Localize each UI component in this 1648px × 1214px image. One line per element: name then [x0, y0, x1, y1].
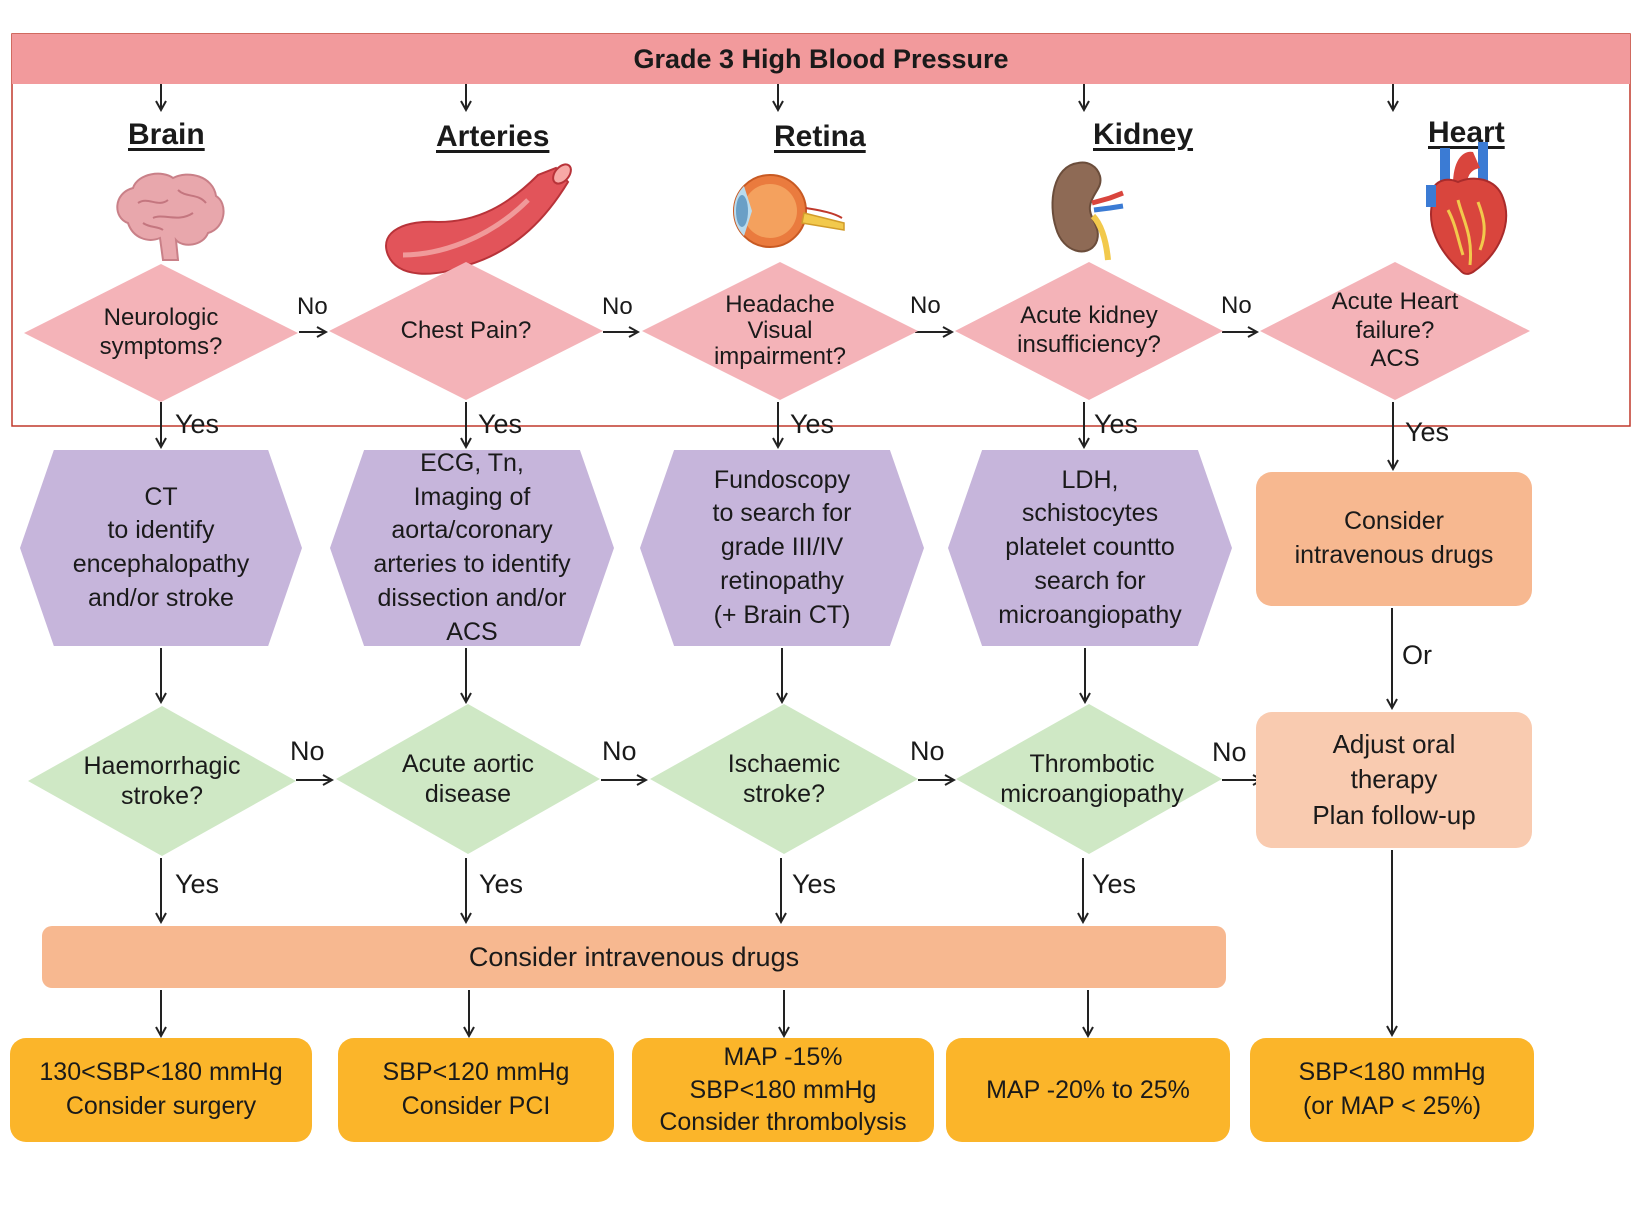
- brain-icon: [116, 172, 225, 261]
- organ-label-brain: Brain: [128, 118, 205, 151]
- organ-label-kidney: Kidney: [1093, 118, 1194, 151]
- investigation-hexagon-brain: [20, 450, 302, 646]
- investigation-text-retina: Fundoscopy to search for grade III/IV re…: [712, 465, 852, 629]
- edge-label-yes: Yes: [792, 869, 837, 899]
- investigation-text-brain: CT to identify encephalopathy and/or str…: [72, 482, 250, 612]
- investigation-text-kidney: LDH, schistocytes platelet countto searc…: [998, 465, 1182, 629]
- oral-therapy-text: Adjust oral therapy Plan follow-up: [1312, 729, 1476, 830]
- target-box-arteries: [338, 1038, 614, 1142]
- question-text-retina: Headache Visual impairment?: [713, 291, 847, 370]
- outcome-text-brain: Haemorrhagic stroke?: [83, 752, 241, 810]
- organ-label-retina: Retina: [774, 120, 866, 153]
- question-text-kidney: Acute kidney insufficiency?: [1017, 302, 1161, 358]
- edge-label-no: No: [602, 293, 633, 320]
- target-box-kidney: [946, 1038, 1230, 1142]
- investigation-hexagon-arteries: [330, 450, 614, 646]
- page-title: Grade 3 High Blood Pressure: [633, 43, 1009, 74]
- artery-icon: [385, 163, 572, 275]
- target-text-retina: MAP -15% SBP<180 mmHg Consider thromboly…: [659, 1043, 907, 1137]
- outcome-text-arteries: Acute aortic disease: [401, 750, 534, 808]
- question-text-arteries: Chest Pain?: [400, 316, 532, 344]
- edge-label-yes: Yes: [175, 869, 220, 899]
- iv-drugs-bar: [42, 926, 1226, 988]
- kidney-icon: [1051, 161, 1124, 261]
- target-text-brain: 130<SBP<180 mmHg Consider surgery: [39, 1058, 283, 1120]
- edge-label-no: No: [910, 292, 941, 319]
- eye-icon: [733, 174, 845, 248]
- edge-label-or: Or: [1402, 640, 1432, 670]
- target-text-heart: SBP<180 mmHg (or MAP < 25%): [1298, 1058, 1486, 1120]
- edge-label-no: No: [602, 736, 637, 766]
- edge-label-yes: Yes: [1092, 869, 1137, 899]
- edge-label-no: No: [297, 293, 328, 320]
- target-box-brain: [10, 1038, 312, 1142]
- target-box-heart: [1250, 1038, 1534, 1142]
- outcome-text-kidney: Thrombotic microangiopathy: [1000, 750, 1184, 808]
- investigation-hexagon-retina: [640, 450, 924, 646]
- edge-label-yes: Yes: [1094, 409, 1139, 439]
- target-box-retina: [632, 1038, 934, 1142]
- question-text-heart: Acute Heart failure? ACS: [1331, 287, 1459, 373]
- title-bar: [12, 34, 1630, 84]
- edge-label-no: No: [1212, 737, 1247, 767]
- investigation-hexagon-kidney: [948, 450, 1232, 646]
- edge-label-yes: Yes: [479, 869, 524, 899]
- heart-iv-text: Consider intravenous drugs: [1294, 507, 1494, 569]
- target-text-arteries: SBP<120 mmHg Consider PCI: [382, 1058, 570, 1120]
- target-text-kidney: MAP -20% to 25%: [986, 1076, 1190, 1104]
- edge-label-no: No: [910, 736, 945, 766]
- edge-label-yes: Yes: [478, 409, 523, 439]
- edge-label-yes: Yes: [1405, 417, 1450, 447]
- edge-label-yes: Yes: [175, 409, 220, 439]
- question-text-brain: Neurologic symptoms?: [99, 304, 223, 360]
- iv-drugs-text: Consider intravenous drugs: [468, 941, 800, 972]
- edge-label-yes: Yes: [790, 409, 835, 439]
- organ-label-heart: Heart: [1428, 116, 1505, 149]
- investigation-text-arteries: ECG, Tn, Imaging of aorta/coronary arter…: [373, 448, 571, 646]
- edge-label-no: No: [290, 736, 325, 766]
- edge-label-no: No: [1221, 292, 1252, 319]
- heart-iv-box: [1256, 472, 1532, 606]
- outcome-text-retina: Ischaemic stroke?: [727, 750, 841, 808]
- oral-therapy-box: [1256, 712, 1532, 848]
- organ-label-arteries: Arteries: [436, 120, 550, 153]
- heart-icon: [1426, 142, 1508, 276]
